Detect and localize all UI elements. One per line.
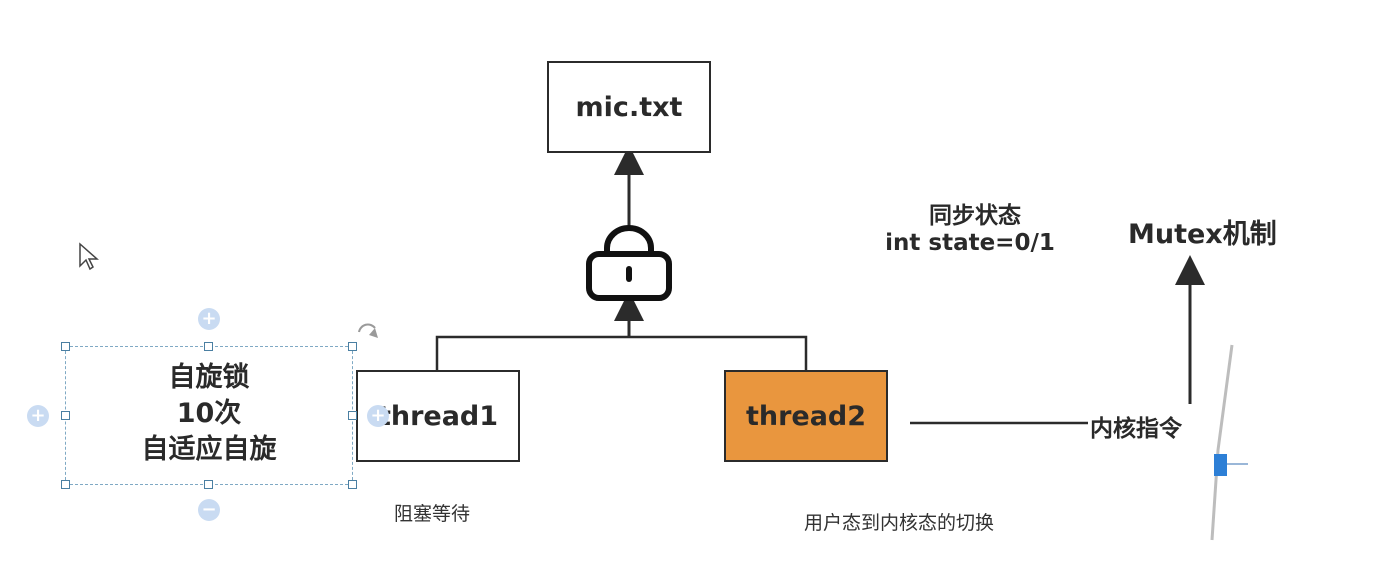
resize-handle-top-left[interactable] [61,342,70,351]
mutex-label: Mutex机制 [1128,219,1277,250]
spin-lock-text[interactable]: 自旋锁 10次 自适应自旋 [65,360,353,468]
sync-state-value: int state=0/1 [885,230,1055,256]
rotate-handle-icon[interactable] [354,318,382,344]
add-connector-icon-top[interactable]: + [198,308,220,330]
add-connector-icon-right[interactable]: + [367,405,389,427]
thread1-label: thread1 [377,400,499,432]
mode-switch-label: 用户态到内核态的切换 [804,512,995,534]
kernel-instruction-label: 内核指令 [1088,409,1184,443]
mouse-cursor-icon [79,242,99,271]
spin-line-2: 10次 [176,398,242,429]
blocking-wait-label: 阻塞等待 [394,503,471,525]
add-connector-icon-left[interactable]: + [27,405,49,427]
thread-join-line [435,335,808,370]
file-label: mic.txt [575,91,683,123]
thread2-box[interactable]: thread2 [724,370,888,462]
lock-icon [586,225,672,301]
side-pen-decoration [1210,344,1248,541]
resize-handle-middle-right[interactable] [348,411,357,420]
resize-handle-bottom-middle[interactable] [204,480,213,489]
spin-line-3: 自适应自旋 [141,434,277,465]
sync-state-title: 同步状态 [929,203,1021,229]
resize-handle-top-middle[interactable] [204,342,213,351]
resize-handle-middle-left[interactable] [61,411,70,420]
add-connector-icon-bottom[interactable]: − [198,499,220,521]
file-box[interactable]: mic.txt [547,61,711,153]
spin-line-1: 自旋锁 [168,362,250,393]
resize-handle-top-right[interactable] [348,342,357,351]
resize-handle-bottom-left[interactable] [61,480,70,489]
thread2-label: thread2 [745,400,867,432]
resize-handle-bottom-right[interactable] [348,480,357,489]
